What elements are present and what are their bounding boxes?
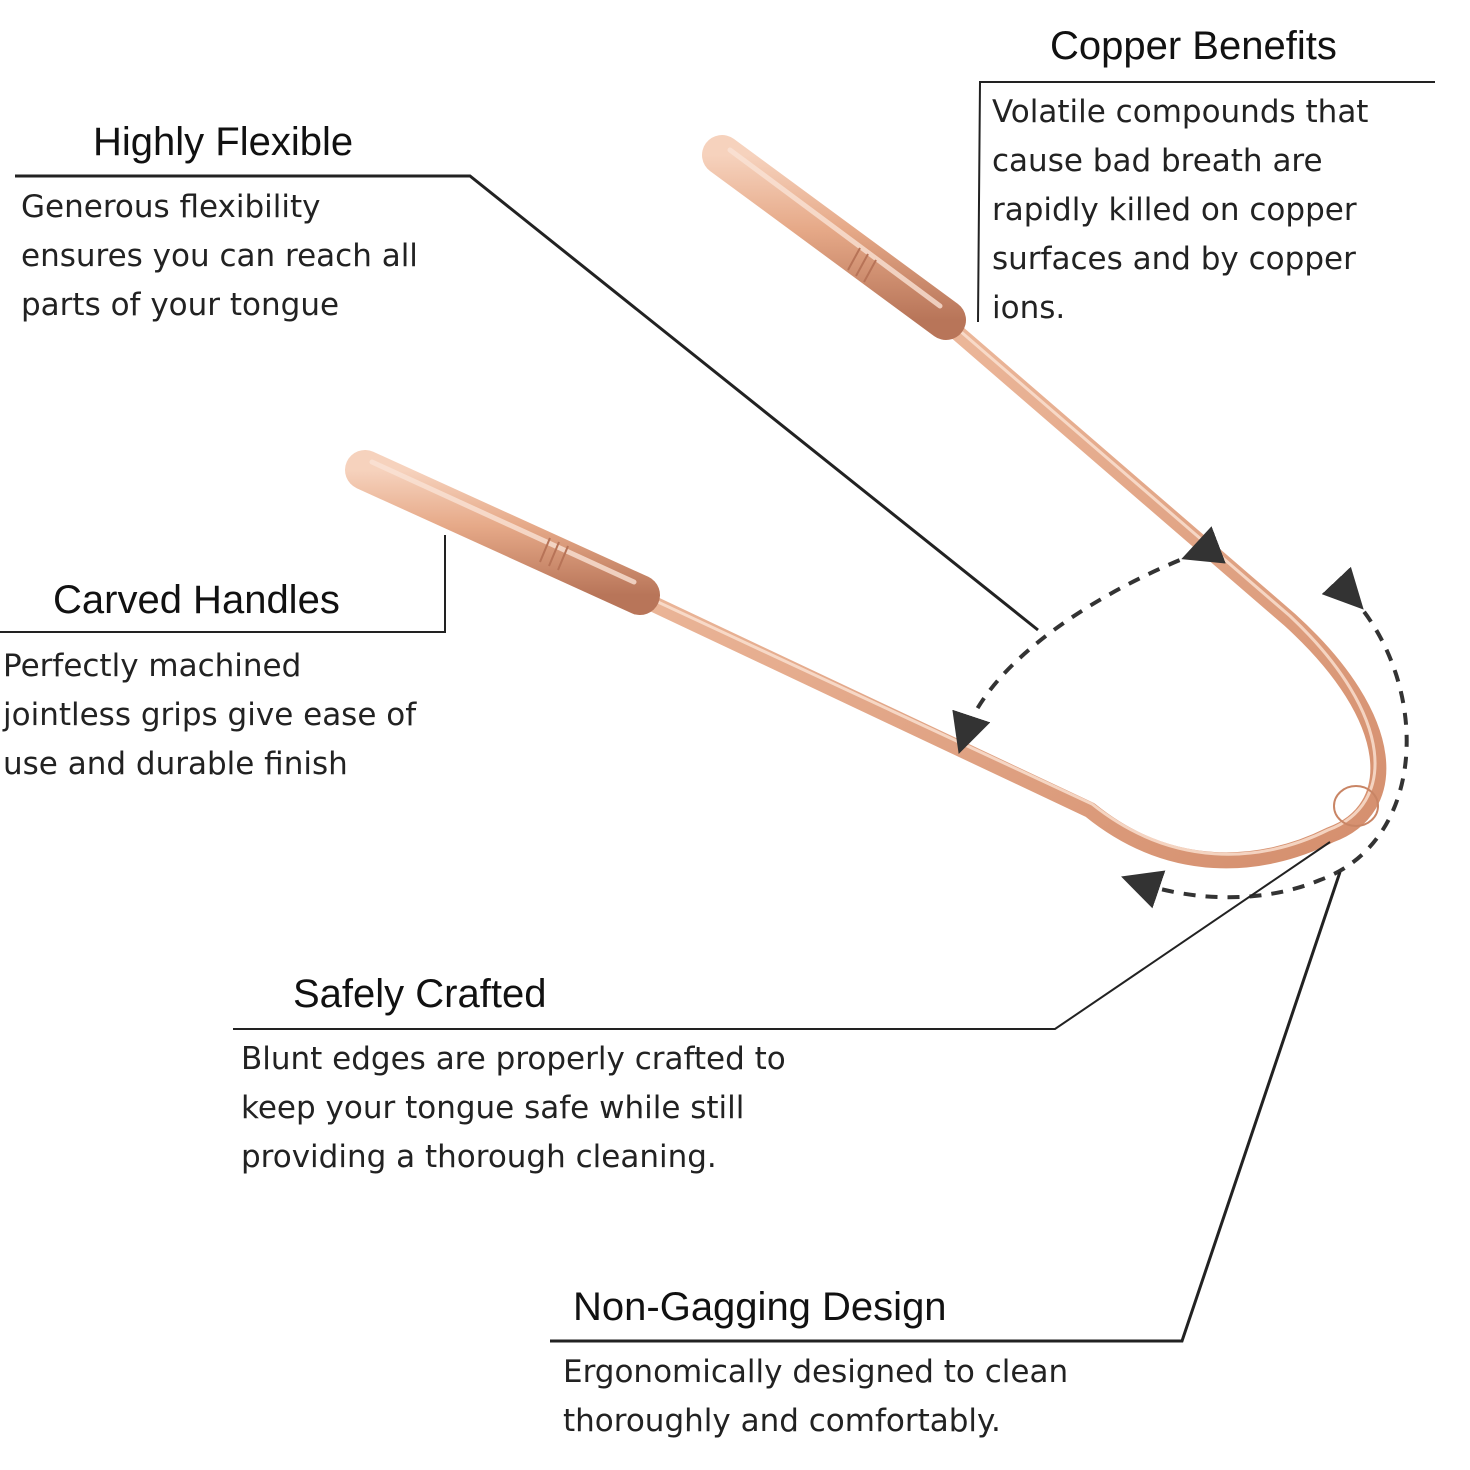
gagging-title: Non-Gagging Design bbox=[573, 1285, 947, 1329]
safe-line: Blunt edges are properly crafted to bbox=[241, 1041, 786, 1077]
leader-safe bbox=[233, 841, 1331, 1030]
copper-line: surfaces and by copper bbox=[992, 241, 1356, 277]
flexible-description: Generous flexibility ensures you can rea… bbox=[21, 183, 418, 330]
safe-line: providing a thorough cleaning. bbox=[241, 1139, 717, 1175]
flexible-title: Highly Flexible bbox=[93, 120, 354, 164]
flex-arrow-right bbox=[1121, 566, 1409, 909]
leader-lines bbox=[0, 81, 1435, 1343]
flex-arrow-left bbox=[952, 526, 1226, 754]
right-handle bbox=[702, 135, 966, 340]
flexible-line: ensures you can reach all bbox=[21, 238, 418, 274]
flexible-line: Generous flexibility bbox=[21, 189, 321, 225]
leader-handles bbox=[0, 535, 446, 633]
handles-line: jointless grips give ease of bbox=[3, 697, 417, 733]
safe-title: Safely Crafted bbox=[293, 972, 547, 1016]
copper-line: Volatile compounds that bbox=[992, 94, 1369, 130]
flexible-line: parts of your tongue bbox=[21, 287, 340, 323]
copper-line: cause bad breath are bbox=[992, 143, 1323, 179]
leader-flexible bbox=[15, 174, 1039, 632]
leader-copper bbox=[977, 81, 1435, 323]
handles-line: Perfectly machined bbox=[3, 648, 302, 684]
left-handle bbox=[345, 450, 660, 615]
handles-line: use and durable finish bbox=[3, 746, 348, 782]
copper-line: ions. bbox=[992, 290, 1066, 326]
gagging-line: Ergonomically designed to clean bbox=[563, 1354, 1069, 1390]
copper-line: rapidly killed on copper bbox=[992, 192, 1357, 228]
safe-description: Blunt edges are properly crafted to keep… bbox=[241, 1035, 786, 1182]
handles-description: Perfectly machined jointless grips give … bbox=[3, 642, 416, 789]
handles-title: Carved Handles bbox=[53, 578, 340, 622]
gagging-description: Ergonomically designed to clean thorough… bbox=[563, 1348, 1068, 1446]
copper-title: Copper Benefits bbox=[1050, 24, 1337, 68]
gagging-line: thoroughly and comfortably. bbox=[563, 1403, 1001, 1439]
leader-gagging bbox=[550, 871, 1342, 1343]
safe-line: keep your tongue safe while still bbox=[241, 1090, 745, 1126]
copper-description: Volatile compounds that cause bad breath… bbox=[992, 88, 1368, 333]
